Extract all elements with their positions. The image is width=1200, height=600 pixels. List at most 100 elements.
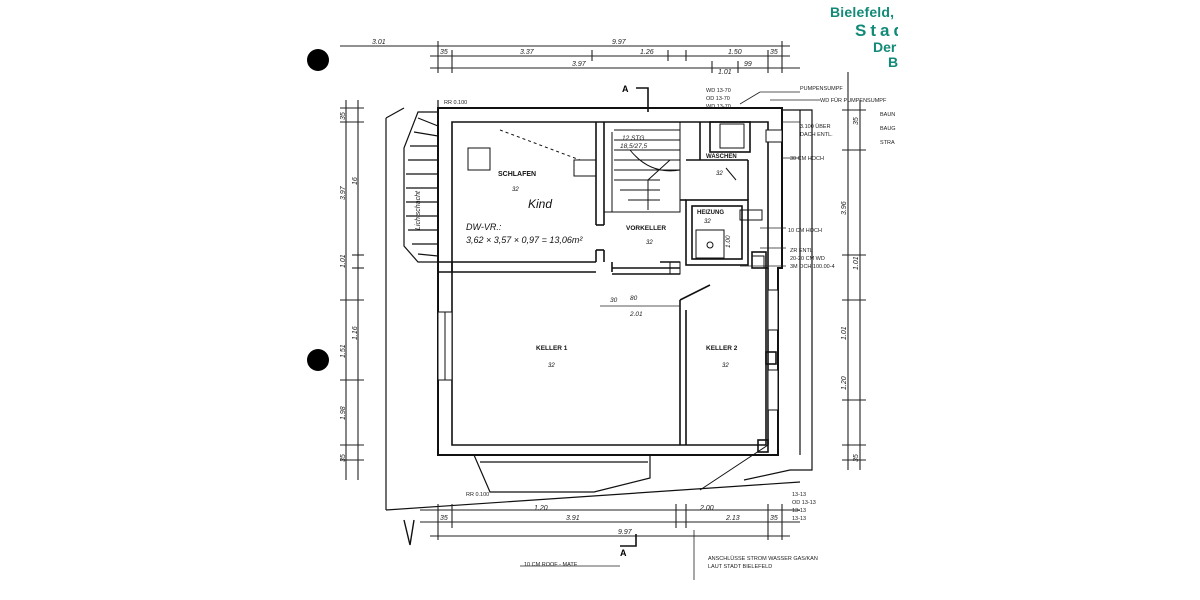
room-schlafen: SCHLAFEN (498, 171, 536, 178)
room-marks (467, 123, 765, 275)
dim-inner-a: 80 (630, 295, 638, 302)
dim-bot-b: 1.20 (534, 505, 548, 512)
inner-walls (438, 121, 777, 453)
dim-right-f: 35 (853, 454, 860, 462)
note-right2: BAUG (880, 126, 896, 132)
height-heizung: 32 (704, 219, 711, 225)
note-wd-pumpensumpf: WD FÜR PUMPENSUMPF (820, 97, 887, 104)
stamp-line-2: Stad (855, 21, 908, 40)
stamp-line-1: Bielefeld, d (830, 4, 908, 20)
dim-left-d: 1.01 (340, 254, 347, 268)
dim-left-g: 35 (340, 454, 347, 462)
height-vorkeller: 32 (646, 240, 653, 246)
note-wd1: WD 13-70 (706, 88, 731, 94)
area-note: 3,62 × 3,57 × 0,97 = 13,06m² (466, 235, 583, 245)
height-keller1: 32 (548, 363, 555, 369)
dim-stairs-ratio: 18,5/27,5 (620, 143, 647, 150)
area-note-label: DW-VR.: (466, 222, 502, 232)
bottom-dimension-lines (420, 504, 800, 540)
height-keller2: 32 (722, 363, 729, 369)
punch-hole-top (307, 49, 329, 71)
note-b4: 13-13 (792, 516, 806, 522)
dim-top2-c: 99 (744, 61, 752, 68)
dim-inner-b: 2.01 (629, 311, 643, 318)
dim-top-b: 3.37 (520, 49, 535, 56)
site-lines (385, 100, 813, 546)
stairs (603, 121, 681, 213)
dim-top-c: 1.26 (640, 49, 654, 56)
leader-lines (600, 91, 820, 307)
note-50cm: 3M OCH 100.00-4 (790, 264, 835, 270)
dim-top-a: 35 (440, 49, 448, 56)
note-30cm: 30 CM HOCH (790, 156, 824, 162)
dim-top-total: 9.97 (612, 39, 627, 46)
dim-left-e: 1.51 (340, 344, 347, 358)
page-margin (898, 0, 1200, 600)
dim-bot-f: 35 (770, 515, 778, 522)
dim-top2-b: 1.01 (718, 69, 732, 76)
dim-top2-a: 3.97 (572, 61, 587, 68)
note-wd3: WD 13-70 (706, 104, 731, 110)
note-rr-bottom: RR 0.100 (466, 492, 489, 498)
note-connect2: LAUT STADT BIELEFELD (708, 564, 772, 570)
dim-left-a: 35 (340, 112, 347, 120)
note-20cm: 20-20 CM WD (790, 256, 825, 262)
section-line-bottom (620, 534, 637, 547)
left-dimension-lines (340, 100, 364, 480)
note-dach-entl: DACH ENTL. (800, 132, 833, 138)
note-wd2: OD 13-70 (706, 96, 730, 102)
dim-left-f: 1.98 (340, 406, 347, 420)
section-line-top (636, 87, 649, 112)
note-b3: 13-13 (792, 508, 806, 514)
dim-bot-a: 35 (440, 515, 448, 522)
lichtschacht-label: Lichtschacht (415, 190, 422, 230)
right-dimension-lines (842, 72, 866, 470)
section-marker-top: A (622, 84, 629, 94)
note-connect1: ANSCHLÜSSE STROM WASSER GAS/KAN (708, 555, 818, 562)
section-marker-bottom: A (620, 548, 627, 558)
room-vorkeller: VORKELLER (626, 225, 666, 232)
room-keller1: KELLER 1 (536, 345, 568, 352)
dim-stairs-count: 12 STG (622, 135, 644, 142)
wall-openings (437, 129, 783, 411)
dim-right-d: 1.01 (841, 326, 848, 340)
lichtschacht-bottom (473, 454, 651, 493)
room-heizung: HEIZUNG (697, 210, 724, 216)
dim-top-left: 3.01 (372, 39, 386, 46)
note-right1: BAUN (880, 112, 895, 118)
note-pumpensumpf: PUMPENSUMPF (800, 86, 843, 92)
dim-bot-e: 2.13 (725, 515, 740, 522)
dim-right-c: 1.01 (853, 256, 860, 270)
dim-bot-total: 9.97 (618, 529, 633, 536)
dim-left-h: 1.16 (352, 326, 359, 340)
note-bottom: 10 CM ROOF - MATE (524, 562, 578, 568)
dim-right-e: 1.20 (841, 376, 848, 390)
lichtschacht-left (403, 111, 439, 263)
top-dimension-lines (340, 41, 800, 73)
note-right3: STRA (880, 140, 895, 146)
note-b2: OD 13-13 (792, 500, 816, 506)
dim-inner-c: 30 (610, 297, 618, 304)
dim-right-b: 3.96 (841, 201, 848, 215)
stamp-line-3: Der (873, 39, 897, 55)
room-waschen: WASCHEN (706, 154, 737, 160)
dim-right-a: 35 (853, 117, 860, 125)
stamp-line-4: B (888, 54, 899, 70)
note-rr-top: RR 0.100 (444, 100, 467, 106)
height-waschen: 32 (716, 171, 723, 177)
dim-bot-d: 3.91 (566, 515, 580, 522)
height-schlafen: 32 (512, 187, 519, 193)
dim-bot-c: 2.00 (699, 505, 714, 512)
dim-inner-f: 1.00 (725, 235, 732, 248)
room-keller2: KELLER 2 (706, 345, 738, 352)
dim-top-e: 35 (770, 49, 778, 56)
room-kind-handwritten: Kind (528, 197, 552, 211)
dim-top-d: 1.50 (728, 49, 742, 56)
note-entl: ZR ENTL (790, 248, 813, 254)
note-10cm: 10 CM HOCH (788, 228, 822, 234)
dim-left-b: 3.97 (340, 185, 347, 200)
note-b1: 13-13 (792, 492, 806, 498)
dim-left-c: 16 (352, 177, 359, 185)
punch-hole-bottom (307, 349, 329, 371)
